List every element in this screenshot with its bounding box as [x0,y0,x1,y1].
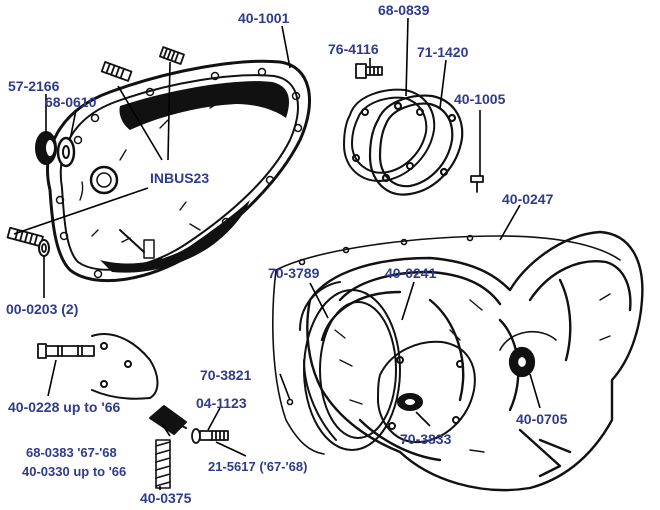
label-68-0610: 68-0610 [45,94,97,110]
label-40-0705: 40-0705 [516,411,568,427]
gasket-40-0247 [272,234,621,455]
label-40-0247: 40-0247 [502,191,554,207]
stud-40-0228 [37,343,95,359]
cover-screws [6,46,185,257]
label-76-4116: 76-4116 [328,41,379,57]
plug-68-0383 [149,405,187,435]
label-40-0375: 40-0375 [140,490,192,506]
seal-and-cap [35,131,76,168]
label-70-3789: 70-3789 [268,265,320,281]
label-00-0203: 00-0203 (2) [6,301,78,317]
label-70-3833: 70-3833 [400,431,452,447]
label-68-0383: 68-0383 '67-'68 [26,445,117,460]
label-40-0330: 40-0330 up to '66 [22,464,126,479]
label-40-0228: 40-0228 up to '66 [8,399,120,415]
label-40-0241: 40-0241 [385,265,437,281]
label-70-3821: 70-3821 [200,367,252,383]
label-68-0839: 68-0839 [378,2,430,18]
label-57-2166: 57-2166 [8,78,60,94]
outer-cover-40-1001 [46,59,312,283]
spring-40-0375 [155,439,171,489]
label-71-1420: 71-1420 [417,44,469,60]
label-40-1001: 40-1001 [238,10,290,26]
bolt-04-1123 [191,428,229,444]
inner-case-40-0241 [306,230,644,492]
part-labels: 68-0839 40-1001 76-4116 71-1420 57-2166 … [6,2,568,506]
label-inbus23: INBUS23 [150,170,209,186]
gasket-68-0839 [343,88,436,182]
plate-71-1420 [368,94,464,196]
cover-fragment [91,333,159,400]
label-04-1123: 04-1123 [196,395,247,411]
label-21-5617: 21-5617 ('67-'68) [208,459,307,474]
gasket-70-3789 [299,281,401,451]
screw-40-1005 [470,175,484,193]
plate-70-3833 [377,340,476,444]
screw-76-4116 [355,63,383,79]
label-40-1005: 40-1005 [454,91,506,107]
nut-40-0705 [499,331,557,378]
leader-lines [13,17,541,490]
